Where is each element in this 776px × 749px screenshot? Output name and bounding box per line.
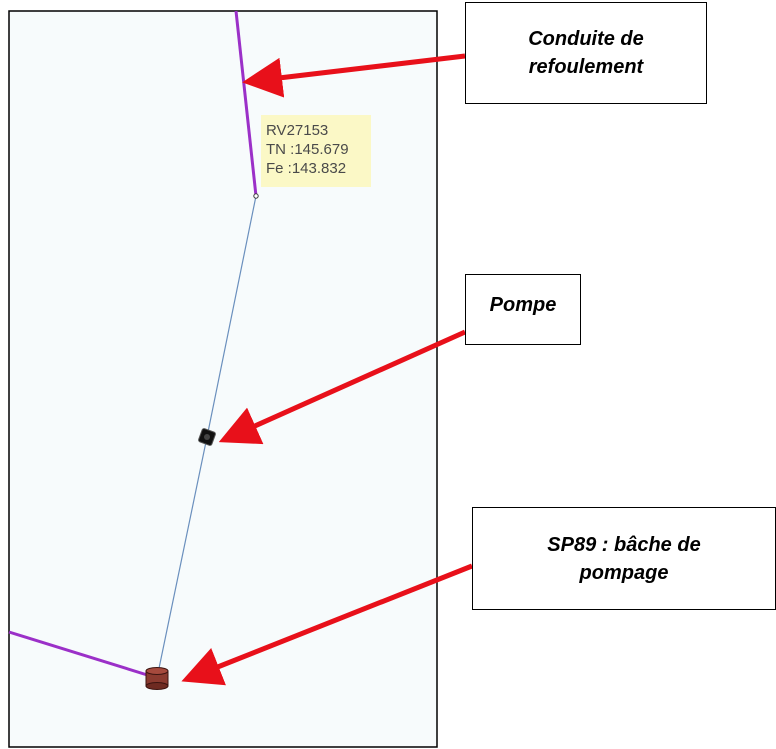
callout-pompe: Pompe (465, 274, 581, 345)
node-id: RV27153 (266, 122, 329, 139)
callout-bache-de-pompage: SP89 : bâche de pompage (472, 507, 776, 610)
callout-bache-line2: pompage (579, 561, 669, 584)
node-tooltip: RV27153 TN :145.679 Fe :143.832 (261, 115, 371, 187)
bache-tank-icon[interactable] (145, 667, 169, 690)
callout-conduite-line1: Conduite de (528, 28, 644, 50)
pump-icon[interactable] (198, 428, 216, 446)
callout-conduite-line2: refoulement (528, 56, 644, 78)
node-fe-value: Fe :143.832 (266, 160, 347, 177)
arrow-pompe (218, 329, 467, 445)
inlet-pipe-segment (8, 630, 158, 680)
node-marker[interactable] (253, 193, 259, 199)
arrow-bache (181, 563, 473, 686)
callout-pompe-label: Pompe (489, 294, 557, 316)
callout-bache-line1: SP89 : bâche de (547, 533, 701, 556)
map-panel (8, 10, 438, 748)
callout-conduite-de-refoulement: Conduite de refoulement (465, 2, 707, 104)
node-tn-value: TN :145.679 (266, 141, 349, 158)
arrow-conduite (242, 53, 466, 98)
refoulement-pipe-segment (234, 10, 258, 197)
